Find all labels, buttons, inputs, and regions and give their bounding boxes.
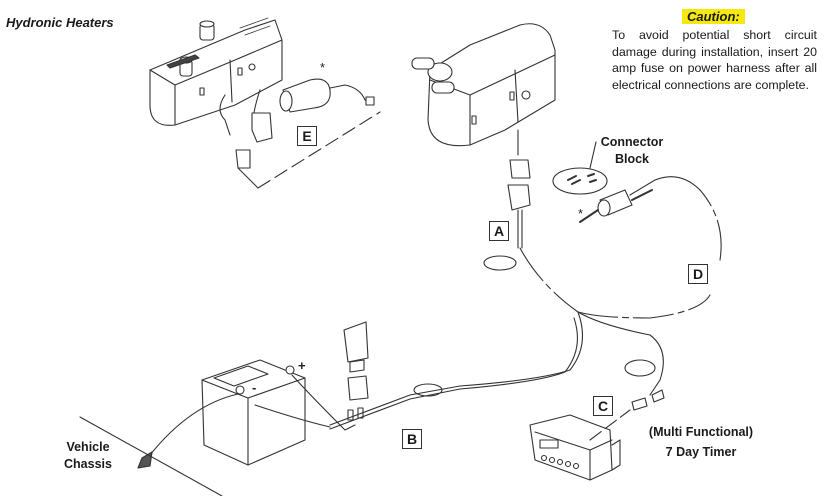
negative-cable [254,404,331,428]
battery-positive-label: + [298,358,306,373]
vehicle-chassis-label-line2: Chassis [64,457,112,471]
ground-cable [149,393,239,456]
harness-wire-b [329,317,578,430]
timer-label-line2: 7 Day Timer [665,445,737,459]
fuel-pump-asterisk: * [578,206,583,221]
fuel-pump [579,176,701,223]
harness-wire-b [329,311,583,426]
callout-e: E [297,126,317,146]
harness-wire-c [577,311,664,396]
callout-d: D [688,264,708,284]
connector-block-leader [589,141,597,169]
hose-clamp [483,255,517,271]
vehicle-chassis-line [79,416,223,496]
battery [201,359,306,466]
hose-clamp [624,359,656,377]
connector-block-label-line1: Connector [600,135,664,149]
vehicle-chassis-label-line1: Vehicle [66,440,110,454]
heater-unit-small [149,17,283,189]
callout-a: A [489,221,509,241]
coolant-pump [279,78,375,113]
fuse-holder [343,321,369,421]
timer-label: (Multi Functional) 7 Day Timer [636,422,766,462]
ground-terminal [137,451,153,469]
callout-c: C [593,396,613,416]
connector-block-label-line2: Block [614,152,650,166]
harness-wire-d [699,189,722,261]
harness-wire-d [577,294,711,319]
hose-clamp [413,383,443,397]
leader-line-e [257,111,381,189]
connector-block-label: Connector Block [597,134,667,168]
caution-text: To avoid potential short circuit damage … [612,28,817,92]
pump-asterisk: * [320,60,325,75]
harness-wire [519,247,579,313]
timer-cable [589,409,631,441]
heater-unit-large [411,23,556,249]
timer-label-line1: (Multi Functional) [648,425,754,439]
diagram-title: Hydronic Heaters [6,15,114,30]
vehicle-chassis-label: Vehicle Chassis [56,439,120,473]
battery-negative-label: - [252,380,256,395]
timer-unit [529,414,621,481]
timer-connector [631,389,665,411]
connector-block-detail [552,167,608,195]
positive-cable [291,374,356,431]
callout-b: B [402,429,422,449]
caution-heading: Caution: [682,9,745,24]
